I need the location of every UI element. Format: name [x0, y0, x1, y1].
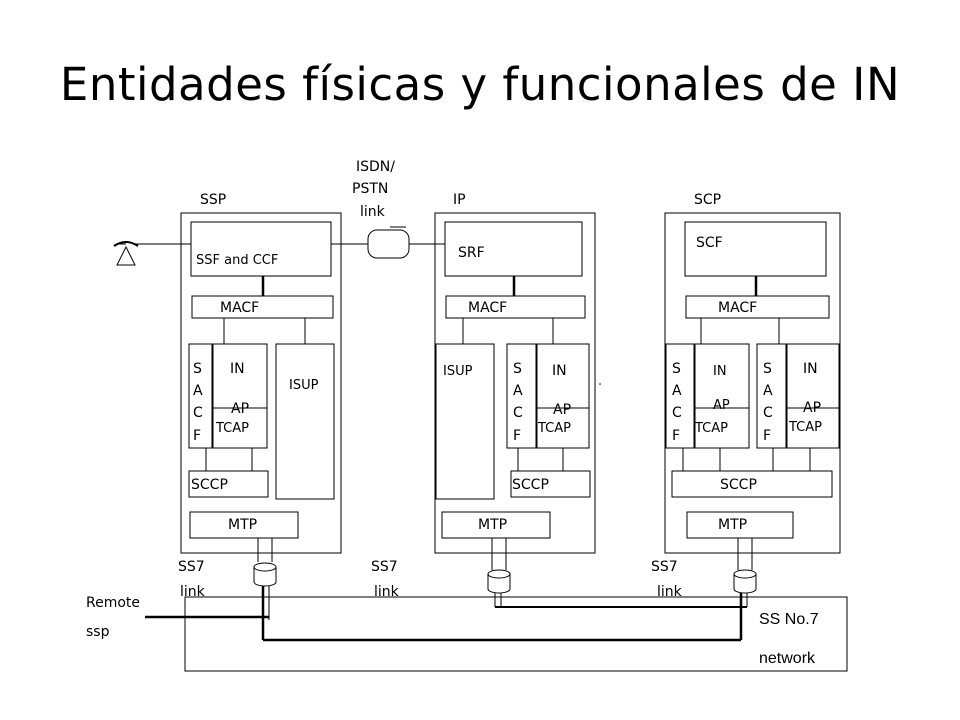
ip-tcap-label: TCAP [537, 421, 571, 436]
ip-label: IP [453, 192, 466, 208]
ss7-network-box [184, 596, 848, 672]
ip-sccp-box [510, 470, 591, 498]
ss7-link-2-line1: SS7 [371, 559, 398, 575]
ssp-label: SSP [200, 192, 226, 208]
scp-in1-label: IN [713, 364, 727, 379]
scp-label: SCP [694, 192, 721, 208]
ip-sacf-s: S [513, 361, 522, 377]
network-label-line2: network [759, 650, 816, 667]
isdn-link-cable-icon [367, 229, 410, 259]
scp-sacf2-c: C [763, 405, 773, 421]
scp-in-ap2-box [786, 343, 840, 449]
isdn-link-label-line3: link [360, 204, 386, 220]
ip-sacf-a: A [513, 383, 523, 399]
scp-mtp-box [686, 511, 794, 539]
ip-isup-box [435, 343, 495, 500]
scp-tcap1-label: TCAP [694, 421, 728, 436]
ssp-tcap-label: TCAP [215, 421, 249, 436]
ip-macf-label: MACF [468, 300, 507, 316]
scp-sacf2-a: A [763, 383, 773, 399]
scp-box [664, 212, 841, 554]
scp-sacf1-s: S [672, 361, 681, 377]
ss7-link-3-line2: link [657, 584, 683, 600]
ssp-sacf-c: C [193, 405, 203, 421]
scp-sacf2-box [756, 343, 787, 449]
ip-sccp-label: SCCP [512, 477, 549, 493]
page-title: Entidades físicas y funcionales de IN [59, 58, 901, 111]
ssp-sacf-f: F [193, 428, 201, 444]
scp-function-label: SCF [696, 235, 723, 251]
scp-sacf2-s: S [763, 361, 772, 377]
ssp-sacf-a: A [193, 383, 203, 399]
scp-sacf2-f: F [763, 428, 771, 444]
ssp-in-ap-box [212, 343, 268, 449]
ip-sacf-box [506, 343, 537, 449]
ssp-function-label: SSF and CCF [196, 253, 278, 268]
ssp-sacf-box [188, 343, 213, 449]
ip-mtp-label: MTP [478, 517, 507, 533]
ssp-ap-label: AP [231, 401, 249, 417]
ssp-mtp-label: MTP [228, 517, 257, 533]
ssp-macf-label: MACF [220, 300, 259, 316]
ssp-isup-box [275, 343, 335, 500]
signaling-point-icon [733, 569, 757, 594]
scp-sccp-label: SCCP [720, 477, 757, 493]
ss7-link-1-line1: SS7 [178, 559, 205, 575]
ip-in-label: IN [552, 363, 567, 379]
scp-in-ap1-box [694, 343, 750, 449]
ssp-sccp-box [188, 470, 269, 498]
ssp-sccp-label: SCCP [191, 477, 228, 493]
scp-macf-label: MACF [718, 300, 757, 316]
ssp-macf-box [191, 295, 334, 319]
ssp-mtp-box [189, 511, 299, 539]
scp-in2-label: IN [803, 361, 818, 377]
scp-sacf1-c: C [672, 405, 682, 421]
ss7-link-2-line2: link [374, 584, 400, 600]
scp-sacf1-a: A [672, 383, 682, 399]
ip-ap-label: AP [553, 402, 571, 418]
scp-sacf1-f: F [672, 428, 680, 444]
network-label-line1: SS No.7 [759, 611, 819, 628]
signaling-point-icon [253, 562, 277, 587]
scp-macf-box [685, 295, 830, 319]
ss7-link-3-line1: SS7 [651, 559, 678, 575]
ip-function-label: SRF [458, 245, 485, 261]
ip-mtp-box [441, 511, 551, 539]
ssp-in-label: IN [230, 361, 245, 377]
ip-sacf-f: F [513, 428, 521, 444]
ssp-sacf-s: S [193, 361, 202, 377]
ip-macf-box [445, 295, 586, 319]
ss7-link-1-line2: link [180, 584, 206, 600]
scp-ap1-label: AP [713, 398, 730, 413]
ip-isup-label: ISUP [443, 364, 473, 379]
ip-box [434, 212, 596, 554]
ssp-box [180, 212, 342, 554]
isdn-link-label-line1: ISDN/ [356, 159, 395, 175]
signaling-point-icon [487, 569, 511, 594]
remote-ssp-label-line2: ssp [86, 624, 110, 640]
scp-tcap2-label: TCAP [788, 420, 822, 435]
ip-sacf-c: C [513, 405, 523, 421]
ssp-isup-label: ISUP [289, 378, 319, 393]
scp-mtp-label: MTP [718, 517, 747, 533]
isdn-link-label-line2: PSTN [352, 181, 388, 197]
scp-sccp-box [671, 470, 833, 498]
scp-ap2-label: AP [803, 400, 821, 416]
scp-sacf1-box [665, 343, 695, 449]
telephone-icon [113, 241, 139, 266]
ssp-function-box [190, 221, 332, 277]
remote-ssp-label-line1: Remote [86, 595, 140, 611]
